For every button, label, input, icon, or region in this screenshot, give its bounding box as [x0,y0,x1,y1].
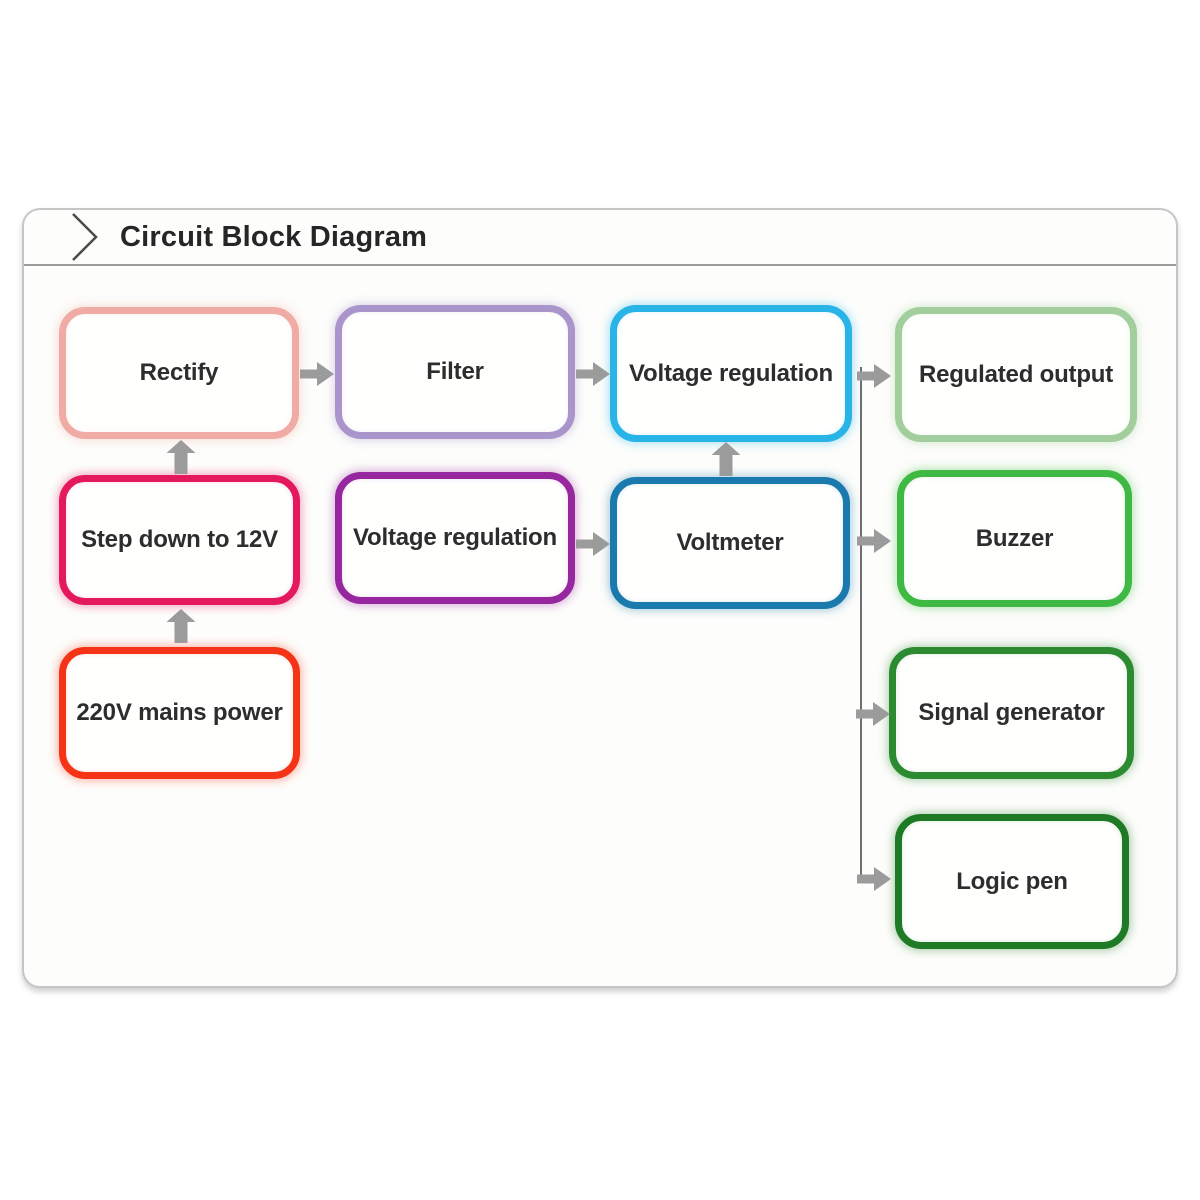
node-step-down-to-12v: Step down to 12V [59,475,300,605]
chevron-right-icon [70,212,106,262]
page-title: Circuit Block Diagram [120,221,428,253]
node-label: Voltage regulation [353,524,557,551]
node-voltage-regulation-out: Voltage regulation [610,305,852,442]
arrow-right-to-logic-pen-icon [856,864,894,894]
node-regulated-output: Regulated output [895,307,1137,442]
node-label: Voltmeter [676,529,784,556]
node-rectify: Rectify [59,307,299,439]
node-label: Voltage regulation [629,359,833,387]
arrow-right-filter-to-voltage-regulation-icon [576,359,612,389]
node-label: Step down to 12V [81,526,278,553]
arrow-right-voltage-regulation-to-voltmeter-icon [576,529,612,559]
node-filter: Filter [335,305,575,439]
node-label: 220V mains power [76,699,283,726]
arrow-up-mains-to-step-down-icon [166,609,196,643]
node-label: Filter [426,358,484,385]
node-voltmeter: Voltmeter [610,477,850,609]
node-buzzer: Buzzer [897,470,1132,607]
circuit-diagram-panel: Circuit Block Diagram Rectify Filter Vol… [22,208,1178,988]
node-label: Buzzer [975,524,1054,552]
node-label: Rectify [139,359,219,386]
node-signal-generator: Signal generator [889,647,1134,779]
node-logic-pen: Logic pen [895,814,1129,949]
branch-line [860,367,862,881]
node-label: Logic pen [956,867,1068,895]
node-voltage-regulation-mid: Voltage regulation [335,472,575,604]
arrow-right-to-signal-generator-icon [856,699,892,729]
arrow-up-step-down-to-rectify-icon [166,440,196,474]
node-mains-power: 220V mains power [59,647,300,779]
arrow-right-rectify-to-filter-icon [300,359,336,389]
node-label: Regulated output [918,360,1114,388]
arrow-up-voltmeter-to-voltage-regulation-icon [711,442,741,476]
panel-header: Circuit Block Diagram [24,210,1176,266]
arrow-right-to-regulated-output-icon [856,361,894,391]
arrow-right-to-buzzer-icon [856,526,894,556]
node-label: Signal generator [918,699,1105,726]
